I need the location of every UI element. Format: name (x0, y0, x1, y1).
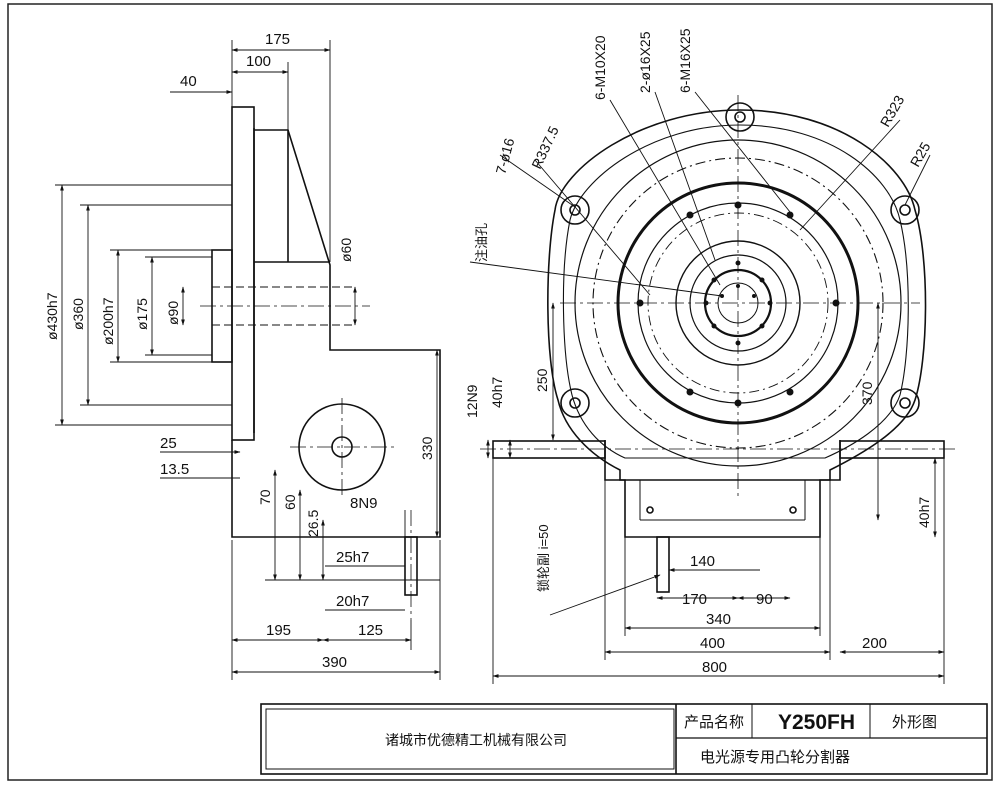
dim-dia-175: ø175 (134, 298, 150, 330)
side-view (200, 106, 441, 620)
brake-note: 锁轮副 i=50 (536, 524, 551, 592)
dim-250: 250 (534, 368, 550, 392)
dim-370: 370 (859, 381, 875, 405)
dim-25h7: 25h7 (336, 549, 369, 566)
dim-8n9: 8N9 (350, 495, 378, 512)
dim-800: 800 (702, 659, 727, 676)
dim-390: 390 (322, 654, 347, 671)
dim-dia-360: ø360 (70, 298, 86, 330)
callout-oil-hole: 注油孔 (474, 223, 489, 262)
front-view-leaders (469, 91, 945, 684)
product-name: 电光源专用凸轮分割器 (700, 749, 850, 766)
callout-r323: R323 (877, 92, 908, 129)
callout-r25: R25 (907, 139, 934, 169)
callout-2-d16x25: 2-ø16X25 (637, 31, 653, 93)
dim-dia-90: ø90 (165, 301, 181, 325)
dim-340: 340 (706, 611, 731, 628)
dim-12n9: 12N9 (464, 384, 480, 418)
dim-dia-200: ø200h7 (100, 297, 116, 345)
side-view-dimensions (55, 40, 441, 680)
model-number: Y250FH (778, 711, 855, 734)
dim-90: 90 (756, 591, 773, 608)
dim-400: 400 (700, 635, 725, 652)
dim-40h7-right: 40h7 (916, 497, 932, 528)
dim-40: 40 (180, 73, 197, 90)
dim-200: 200 (862, 635, 887, 652)
dim-13-5: 13.5 (160, 461, 189, 478)
dim-26-5: 26.5 (305, 510, 321, 537)
dim-60: 60 (282, 494, 298, 510)
front-view-labels: 6-M10X20 2-ø16X25 6-M16X25 7-ø16 R337.5 … (464, 28, 934, 676)
dim-20h7: 20h7 (336, 593, 369, 610)
sheet-border (7, 3, 993, 781)
dim-330: 330 (419, 436, 435, 460)
title-block (260, 703, 988, 775)
callout-7-d16: 7-ø16 (492, 136, 517, 176)
dim-175: 175 (265, 31, 290, 48)
callout-6-m16x25: 6-M16X25 (677, 28, 693, 93)
callout-6-m10x20: 6-M10X20 (592, 35, 608, 100)
dim-140: 140 (690, 553, 715, 570)
dim-40h7-left: 40h7 (489, 377, 505, 408)
dim-125: 125 (358, 622, 383, 639)
dim-25: 25 (160, 435, 177, 452)
dim-100: 100 (246, 53, 271, 70)
front-view (480, 95, 955, 593)
callout-r337-5: R337.5 (528, 123, 562, 171)
dim-70: 70 (257, 489, 273, 505)
drawing-type: 外形图 (892, 714, 937, 731)
dim-195: 195 (266, 622, 291, 639)
side-view-dimension-labels: 175 100 40 ø430h7 ø360 ø200h7 ø175 ø90 ø… (44, 31, 435, 671)
dim-170: 170 (682, 591, 707, 608)
company-name: 诸城市优德精工机械有限公司 (385, 732, 567, 748)
dim-dia-430: ø430h7 (44, 292, 60, 340)
product-name-label: 产品名称 (684, 714, 744, 731)
dim-dia-60: ø60 (338, 238, 354, 262)
